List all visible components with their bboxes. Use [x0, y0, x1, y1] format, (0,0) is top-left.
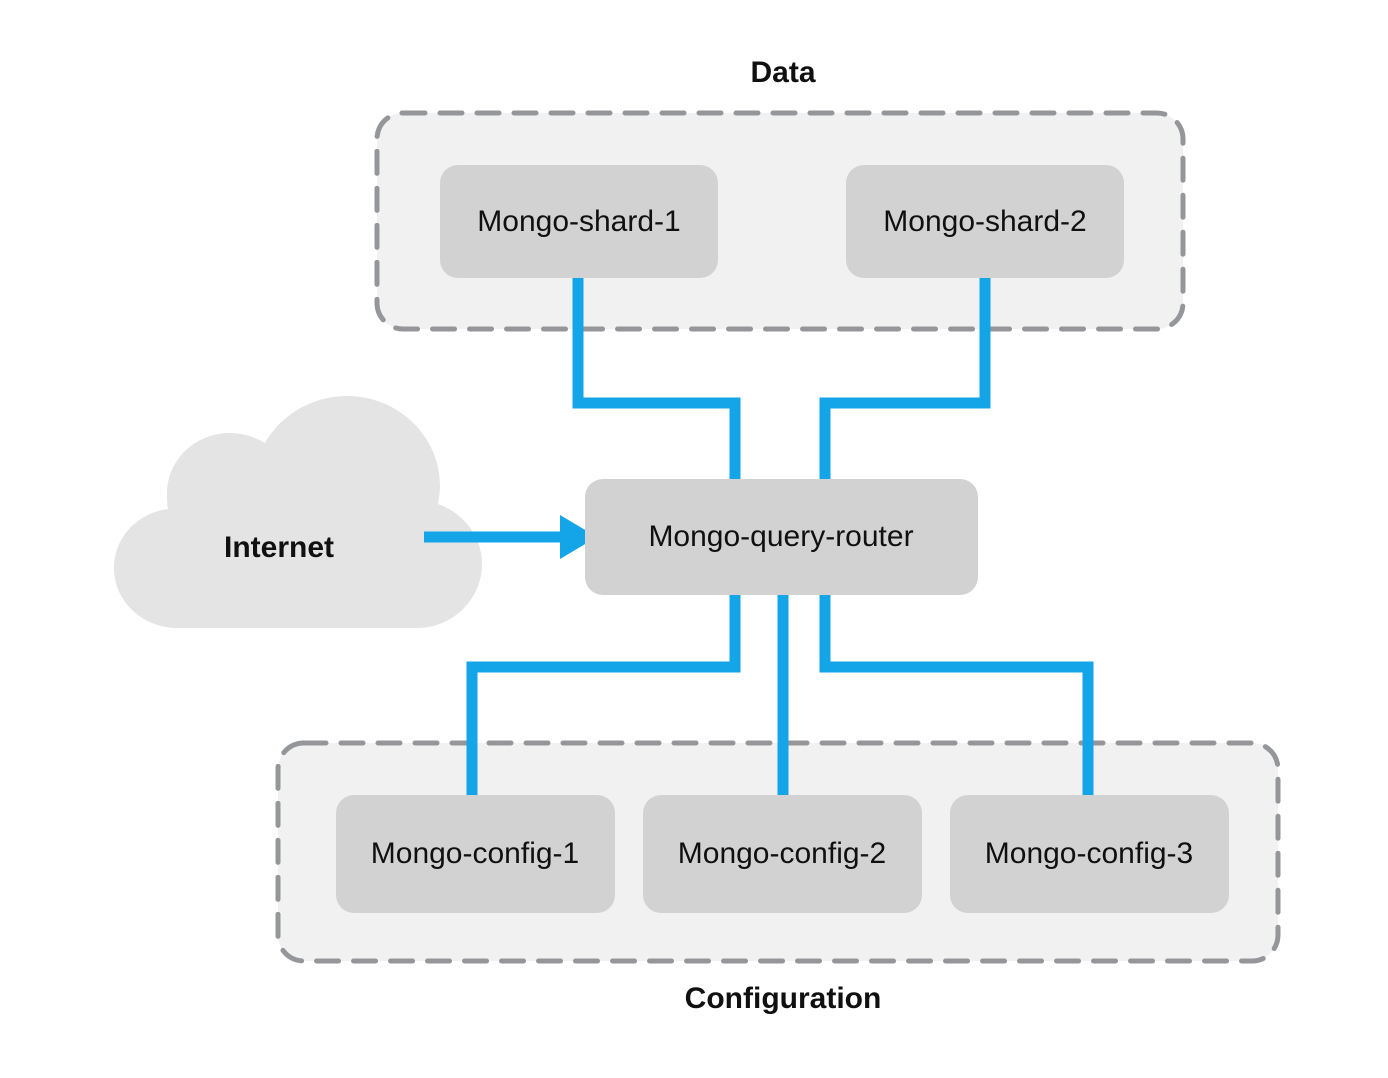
node-shard1-box: [440, 165, 718, 278]
node-shard1[interactable]: Mongo-shard-1: [440, 165, 718, 278]
cloud-icon: [114, 396, 482, 628]
node-config2-box: [643, 795, 922, 913]
node-router-box: [585, 479, 978, 595]
node-shard1-label: Mongo-shard-1: [477, 205, 680, 238]
node-internet[interactable]: Internet: [114, 396, 482, 628]
node-config3-box: [950, 795, 1229, 913]
node-config1[interactable]: Mongo-config-1: [336, 795, 615, 913]
node-config3[interactable]: Mongo-config-3: [950, 795, 1229, 913]
group-data-label: Data: [750, 56, 815, 89]
node-config1-label: Mongo-config-1: [371, 837, 579, 870]
arrow-head-icon: [560, 515, 597, 559]
edge-shard2-router: [819, 272, 991, 485]
edge-internet-router: [424, 515, 597, 559]
group-configuration-label: Configuration: [685, 982, 882, 1015]
node-shard2-box: [846, 165, 1124, 278]
edge-shard1-router: [572, 272, 741, 485]
node-config2-label: Mongo-config-2: [678, 837, 886, 870]
node-config3-label: Mongo-config-3: [985, 837, 1193, 870]
node-router[interactable]: Mongo-query-router: [585, 479, 978, 595]
node-internet-label: Internet: [224, 531, 334, 564]
node-config1-box: [336, 795, 615, 913]
edge-router-config3: [819, 590, 1094, 800]
edge-router-config1: [466, 590, 741, 800]
node-config2[interactable]: Mongo-config-2: [643, 795, 922, 913]
node-router-label: Mongo-query-router: [648, 520, 913, 553]
node-shard2-label: Mongo-shard-2: [883, 205, 1086, 238]
node-shard2[interactable]: Mongo-shard-2: [846, 165, 1124, 278]
